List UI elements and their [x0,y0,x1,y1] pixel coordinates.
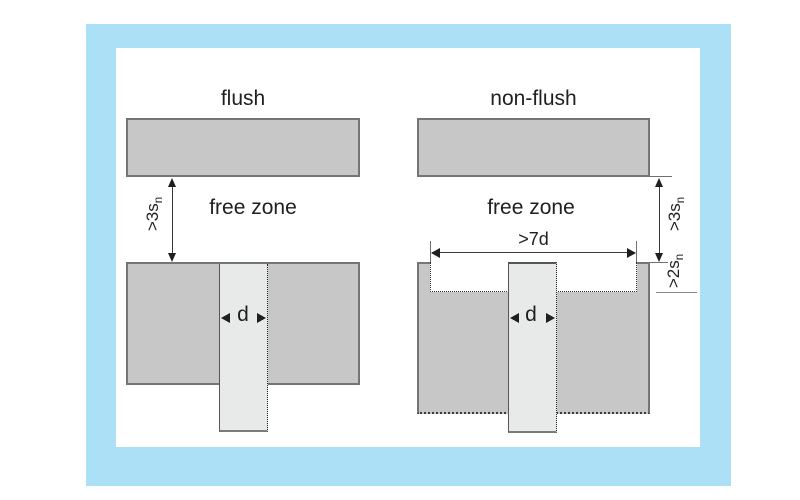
nonflush-free-zone-label: free zone [487,196,575,219]
flush-free-zone-label: free zone [209,196,297,219]
nonflush-target-extension-line [650,176,672,177]
arrow-left-icon [221,313,230,323]
recess-depth-subscript: n [674,253,687,261]
flush-clearance-dimension-line [172,180,173,260]
nonflush-rim-top-extension-line [650,262,668,263]
arrow-right-icon [627,248,636,258]
clearance-text: >3s [664,203,684,232]
flush-clearance-label: >3sn [142,196,168,232]
nonflush-recess-width-label: >7d [518,229,549,249]
arrow-right-icon [546,313,555,323]
arrow-up-icon [655,178,663,187]
arrow-up-icon [168,178,176,187]
arrow-right-icon [257,313,266,323]
nonflush-diameter-label: d [525,303,537,326]
clearance-subscript: n [153,196,166,204]
clearance-text: >3s [142,203,162,232]
arrow-left-icon [510,313,519,323]
arrow-left-icon [431,248,440,258]
nonflush-title: non-flush [490,87,577,110]
flush-sensor-body [219,264,268,432]
nonflush-recess-width-tick-left [430,241,431,262]
flush-target-bar [126,118,360,177]
nonflush-recess-depth-label: >2sn [663,253,689,289]
nonflush-target-bar [417,118,650,177]
nonflush-recess-width-dimension-line [432,252,635,253]
nonflush-sensor-body [508,262,557,433]
nonflush-recess-floor-extension-line [656,292,697,293]
arrow-down-icon [655,253,663,262]
nonflush-recess-width-tick-right [636,241,637,262]
recess-depth-text: >2s [663,260,683,289]
flush-title: flush [220,87,266,110]
clearance-subscript: n [675,196,688,204]
flush-diameter-label: d [237,303,249,326]
arrow-down-icon [168,253,176,262]
nonflush-clearance-label: >3sn [664,196,690,232]
nonflush-clearance-dimension-line [659,180,660,260]
